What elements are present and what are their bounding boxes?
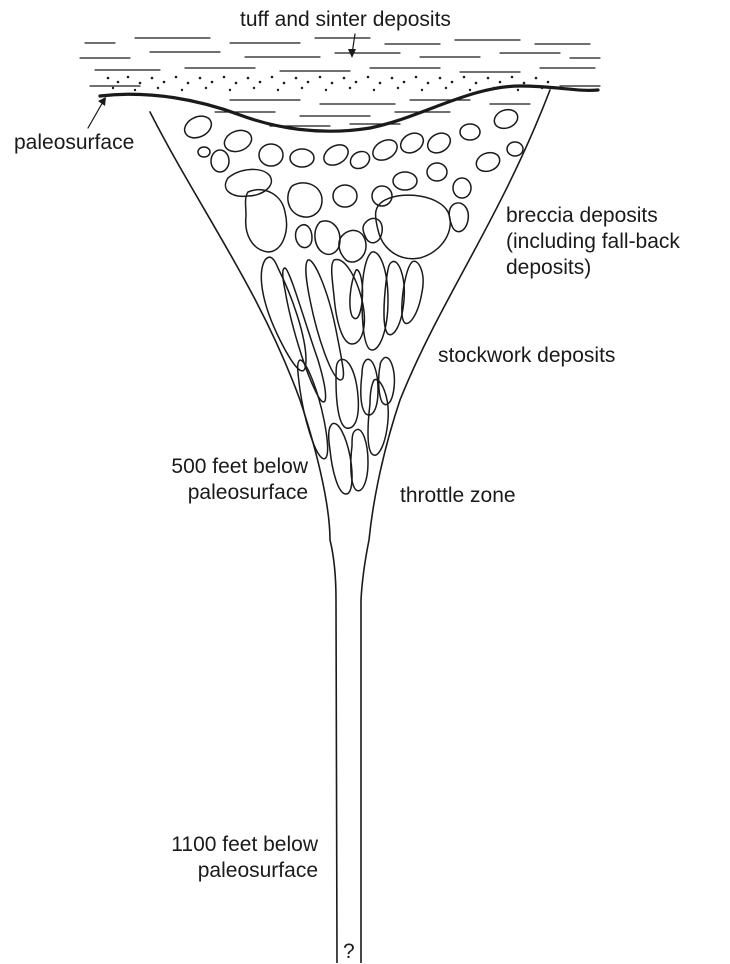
label-1100-line-2: paleosurface: [171, 858, 318, 884]
label-500-feet-depth: 500 feet below paleosurface: [171, 454, 308, 506]
label-1100-line-1: 1100 feet below: [171, 832, 318, 858]
label-unknown-depth: ?: [343, 940, 355, 964]
label-paleosurface: paleosurface: [14, 131, 134, 155]
label-breccia-line-1: breccia deposits: [506, 203, 680, 229]
label-1100-feet-depth: 1100 feet below paleosurface: [171, 832, 318, 884]
sinter-stipple-band: [107, 76, 550, 92]
tuff-sinter-layers: [80, 38, 600, 126]
label-tuff-sinter-deposits: tuff and sinter deposits: [240, 8, 451, 32]
label-breccia-deposits: breccia deposits (including fall-back de…: [506, 203, 680, 281]
paleosurface-arrow: [88, 97, 106, 128]
label-stockwork-deposits: stockwork deposits: [438, 344, 615, 368]
label-breccia-line-2: (including fall-back: [506, 229, 680, 255]
paleosurface-line: [100, 86, 598, 131]
label-500-line-2: paleosurface: [171, 480, 308, 506]
label-throttle-zone: throttle zone: [400, 484, 516, 508]
label-500-line-1: 500 feet below: [171, 454, 308, 480]
label-breccia-line-3: deposits): [506, 255, 680, 281]
